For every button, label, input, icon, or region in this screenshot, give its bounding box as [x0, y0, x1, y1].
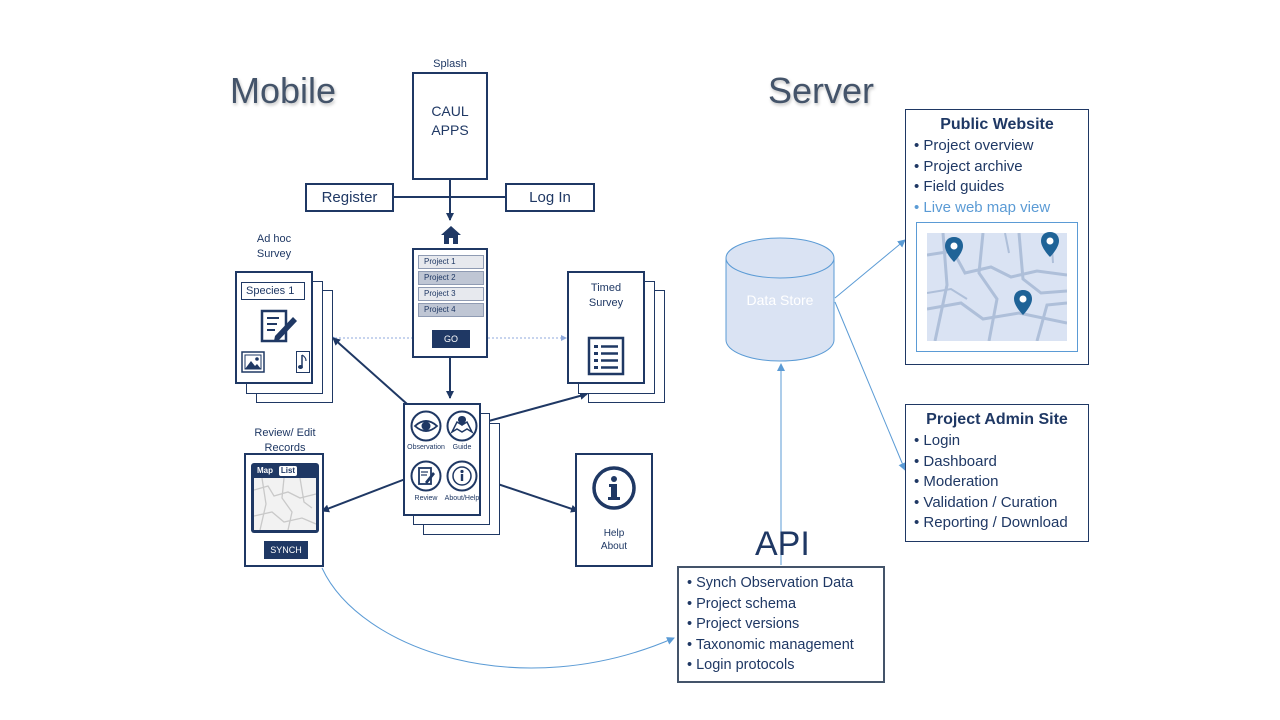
admin-site-item: Dashboard: [914, 452, 1080, 473]
register-button[interactable]: Register: [305, 183, 394, 212]
photo-icon: [241, 351, 265, 373]
project-list-screen: Project 1 Project 2 Project 3 Project 4 GO: [412, 248, 488, 358]
map-tab[interactable]: Map: [253, 465, 277, 477]
project-list-item[interactable]: Project 2: [418, 271, 484, 285]
public-website-item: Project archive: [914, 157, 1080, 178]
admin-site-box: Project Admin Site LoginDashboardModerat…: [905, 404, 1089, 542]
admin-site-item: Moderation: [914, 472, 1080, 493]
api-item: Login protocols: [687, 655, 875, 676]
admin-site-item: Login: [914, 431, 1080, 452]
review-arrow: [321, 477, 409, 513]
login-button[interactable]: Log In: [505, 183, 595, 212]
help-info-icon: [592, 466, 636, 510]
api-list: Synch Observation DataProject schemaProj…: [687, 573, 875, 676]
menu-about-label: About/Help: [444, 495, 480, 502]
edit-form-icon: [260, 309, 297, 343]
adhoc-caption: Ad hoc Survey: [256, 233, 292, 260]
public-website-list: Project overviewProject archiveField gui…: [914, 136, 1080, 218]
server-heading: Server: [768, 70, 875, 111]
checklist-icon: [587, 336, 625, 376]
admin-site-item: Reporting / Download: [914, 513, 1080, 534]
help-about-screen: Help About: [575, 453, 653, 567]
api-item: Project schema: [687, 594, 875, 615]
menu-review-label: Review: [414, 495, 438, 502]
info-icon[interactable]: [446, 460, 478, 492]
api-item: Project versions: [687, 614, 875, 635]
admin-site-list: LoginDashboardModerationValidation / Cur…: [914, 431, 1080, 534]
species-field[interactable]: Species 1: [241, 282, 305, 300]
list-tab[interactable]: List: [279, 466, 297, 476]
review-screen: Map List SYNCH: [244, 453, 324, 567]
main-menu-screen: Observation Guide Review About/Help: [403, 403, 481, 516]
adhoc-survey-screen: Species 1: [235, 271, 313, 384]
timed-survey-screen: Timed Survey: [567, 271, 645, 384]
synch-to-api-curve: [321, 567, 675, 669]
api-item: Synch Observation Data: [687, 573, 875, 594]
timed-caption: Timed Survey: [588, 282, 624, 309]
review-icon[interactable]: [410, 460, 442, 492]
datastore-to-admin-arrow: [834, 301, 906, 471]
project-list-item[interactable]: Project 1: [418, 255, 484, 269]
data-store-cylinder: [725, 237, 835, 362]
review-map-panel: Map List: [251, 463, 319, 533]
guide-arrow: [484, 391, 588, 423]
menu-observation-label: Observation: [407, 444, 445, 451]
map-pin-icon: [1014, 290, 1032, 315]
admin-site-title: Project Admin Site: [926, 411, 1068, 428]
review-caption: Review/ Edit Records: [254, 427, 316, 454]
public-website-box: Public Website Project overviewProject a…: [905, 109, 1089, 365]
audio-icon: [296, 351, 310, 373]
go-button[interactable]: GO: [432, 330, 470, 348]
splash-app-name: CAUL APPS: [431, 103, 469, 138]
home-icon: [441, 226, 461, 244]
api-item: Taxonomic management: [687, 635, 875, 656]
project-list-item[interactable]: Project 3: [418, 287, 484, 301]
menu-guide-label: Guide: [452, 444, 472, 451]
map-pin-icon: [945, 237, 963, 262]
web-map-frame: [916, 222, 1078, 352]
project-list-item[interactable]: Project 4: [418, 303, 484, 317]
live-web-map-item[interactable]: Live web map view: [914, 198, 1080, 219]
help-about-label: Help About: [600, 528, 628, 552]
synch-button[interactable]: SYNCH: [264, 541, 308, 559]
public-website-item: Project overview: [914, 136, 1080, 157]
datastore-to-public-arrow: [834, 239, 906, 299]
mobile-heading: Mobile: [230, 70, 337, 111]
splash-screen: CAUL APPS: [412, 72, 488, 180]
public-website-item: Field guides: [914, 177, 1080, 198]
public-website-title: Public Website: [940, 116, 1054, 133]
guide-map-icon[interactable]: [446, 410, 478, 442]
api-heading: API: [755, 525, 810, 563]
splash-caption: Splash: [433, 58, 467, 70]
map-pin-icon: [1041, 232, 1059, 257]
review-map-thumbnail: [254, 478, 316, 530]
data-store-label: Data Store: [746, 292, 814, 308]
admin-site-item: Validation / Curation: [914, 493, 1080, 514]
observation-icon[interactable]: [410, 410, 442, 442]
api-box: Synch Observation DataProject schemaProj…: [677, 566, 885, 683]
